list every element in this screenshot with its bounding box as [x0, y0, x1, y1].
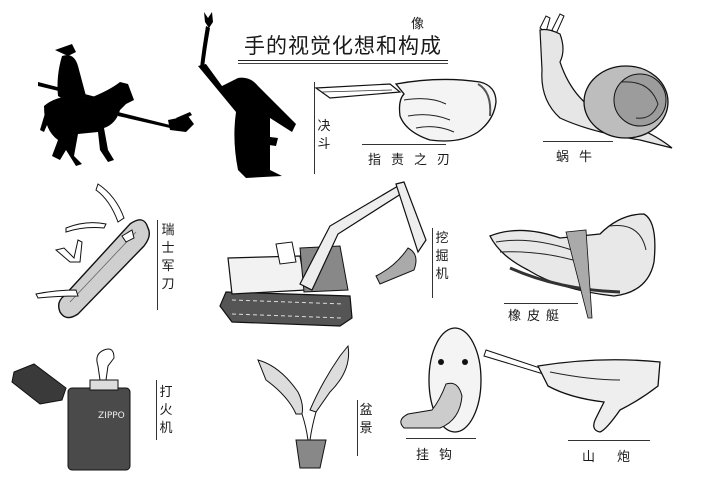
label-char: 机	[435, 267, 449, 282]
label-swiss-knife: 瑞 士 军 刀	[160, 222, 176, 294]
label-lighter: 打 火 机	[158, 384, 174, 438]
title-tail: 和构成	[376, 34, 442, 58]
hook-underline	[406, 438, 476, 439]
duel-divider	[314, 82, 315, 174]
bonsai-divider	[357, 400, 358, 456]
label-excavator: 挖 掘 机	[434, 230, 450, 284]
label-char: 决	[317, 119, 331, 134]
lighter-engraving: ZIPPO	[98, 411, 125, 421]
label-bonsai: 盆 景	[358, 402, 374, 438]
label-char: 挖	[435, 231, 449, 246]
page-title: 手的视觉化想和构成	[244, 30, 442, 60]
label-cannon: 山炮	[582, 450, 653, 465]
snail-underline	[543, 141, 613, 142]
title-main: 手的视觉化想	[244, 34, 376, 58]
label-char: 掘	[435, 249, 449, 264]
label-char: 刀	[161, 277, 175, 292]
label-char: 士	[161, 241, 175, 256]
cannon-underline	[568, 440, 650, 441]
label-char: 打	[159, 385, 173, 400]
label-duel: 决 斗	[316, 118, 332, 154]
label-char: 斗	[317, 137, 331, 152]
label-char: 军	[161, 259, 175, 274]
label-rubber-boat: 橡皮艇	[508, 309, 566, 324]
title-underline	[238, 60, 448, 61]
lighter-divider	[156, 380, 157, 440]
label-finger-blade: 指责之刃	[368, 153, 461, 168]
label-snail: 蜗牛	[556, 150, 603, 165]
label-char: 景	[359, 421, 373, 436]
finger-blade-underline	[362, 144, 446, 145]
title-underline-2	[238, 63, 448, 64]
title-inserted-char: 像	[411, 17, 425, 32]
label-char: 火	[159, 403, 173, 418]
label-hook: 挂钩	[416, 448, 463, 463]
rubber-boat-underline	[504, 303, 578, 304]
label-char: 机	[159, 421, 173, 436]
swiss-knife-divider	[157, 220, 158, 310]
label-char: 瑞	[161, 223, 175, 238]
label-char: 盆	[359, 403, 373, 418]
excavator-divider	[432, 228, 433, 298]
